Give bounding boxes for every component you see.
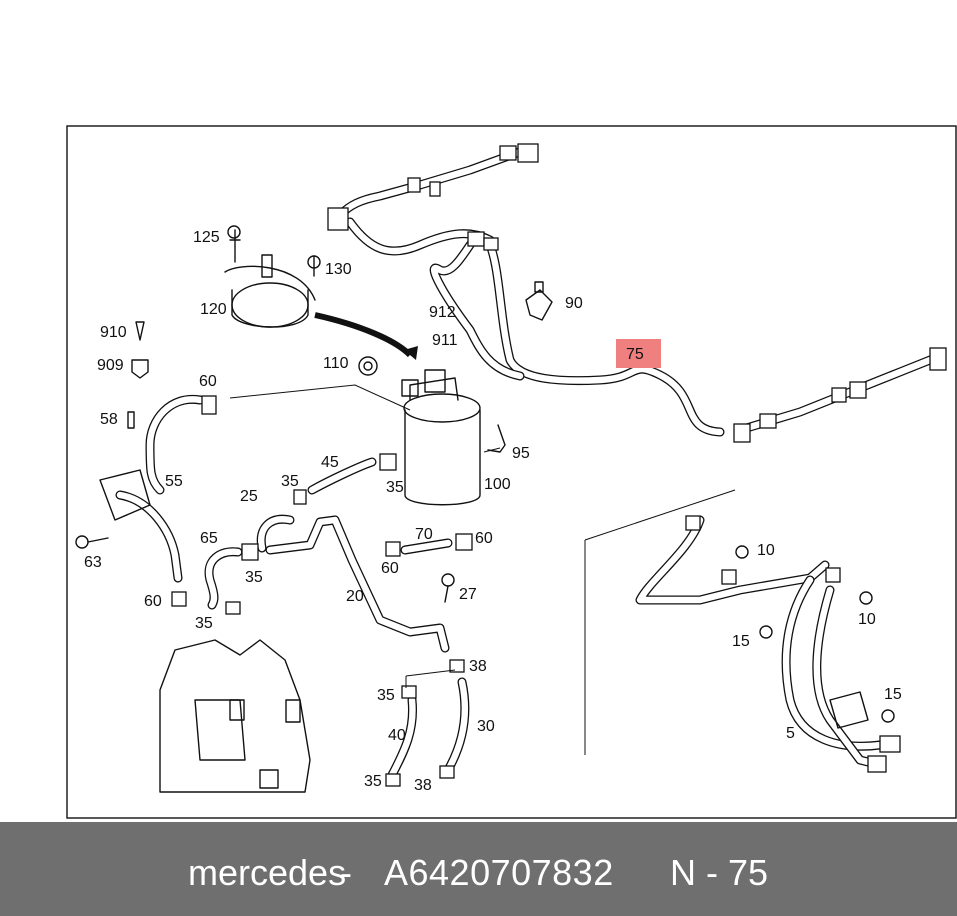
callout-909: 909 <box>97 357 124 374</box>
callout-labels: 125 130 120 912 911 110 90 75 910 909 58… <box>84 229 902 794</box>
valve-90 <box>525 281 553 321</box>
callout-910: 910 <box>100 324 127 341</box>
footer-part-number: A6420707832 <box>384 852 614 893</box>
callout-38-a: 38 <box>469 658 487 675</box>
center-pipes <box>204 453 473 653</box>
callout-110: 110 <box>323 355 349 372</box>
callout-70: 70 <box>415 526 433 543</box>
fuel-filter-bracket <box>224 225 321 328</box>
callout-30: 30 <box>477 718 495 735</box>
hoses-30-40 <box>385 659 470 787</box>
callout-15-b: 15 <box>884 686 902 703</box>
callout-35-e: 35 <box>377 687 395 704</box>
callout-75: 75 <box>626 346 644 363</box>
callout-15-a: 15 <box>732 633 750 650</box>
arrow-to-filter <box>314 312 413 358</box>
callout-45: 45 <box>321 454 339 471</box>
footer-separator: - <box>340 852 352 893</box>
highlight-75 <box>616 339 661 368</box>
callout-95: 95 <box>512 445 530 462</box>
leader-lines <box>229 384 501 688</box>
callout-38-b: 38 <box>414 777 432 794</box>
callout-5: 5 <box>786 725 795 742</box>
callout-911: 911 <box>432 332 458 349</box>
callout-35-d: 35 <box>195 615 213 632</box>
footer-code: N - 75 <box>670 852 769 893</box>
callout-60-right: 60 <box>475 530 493 547</box>
callout-65: 65 <box>200 530 218 547</box>
callout-35-c: 35 <box>245 569 263 586</box>
callout-25: 25 <box>240 488 258 505</box>
callout-35-b: 35 <box>386 479 404 496</box>
diagram-frame <box>66 125 957 819</box>
callout-912: 912 <box>429 304 456 321</box>
callout-60-top: 60 <box>199 373 217 390</box>
callout-27: 27 <box>459 586 477 603</box>
callout-10-a: 10 <box>757 542 775 559</box>
callout-10-b: 10 <box>858 611 876 628</box>
parts-diagram: 125 130 120 912 911 110 90 75 910 909 58… <box>66 125 957 819</box>
callout-35-f: 35 <box>364 773 382 790</box>
footer-brand: mercedes <box>188 852 347 893</box>
detail-inset <box>584 489 901 773</box>
sensor-909 <box>127 321 149 429</box>
fuel-line-upper <box>327 143 947 443</box>
callout-63: 63 <box>84 554 102 571</box>
callout-35-a: 35 <box>281 473 299 490</box>
footer-bar: mercedes - A6420707832 N - 75 <box>0 822 957 916</box>
callout-40: 40 <box>388 727 406 744</box>
callout-60-mid: 60 <box>381 560 399 577</box>
callout-100: 100 <box>484 476 511 493</box>
callout-120: 120 <box>200 301 227 318</box>
callout-20: 20 <box>346 588 364 605</box>
callout-90: 90 <box>565 295 583 312</box>
callout-60-left: 60 <box>144 593 162 610</box>
fuel-filter <box>358 356 506 506</box>
callout-130: 130 <box>325 261 352 278</box>
callout-55: 55 <box>165 473 183 490</box>
callout-58: 58 <box>100 411 118 428</box>
callout-125: 125 <box>193 229 220 246</box>
left-hose-assembly <box>75 394 217 607</box>
high-pressure-pump <box>159 639 311 793</box>
